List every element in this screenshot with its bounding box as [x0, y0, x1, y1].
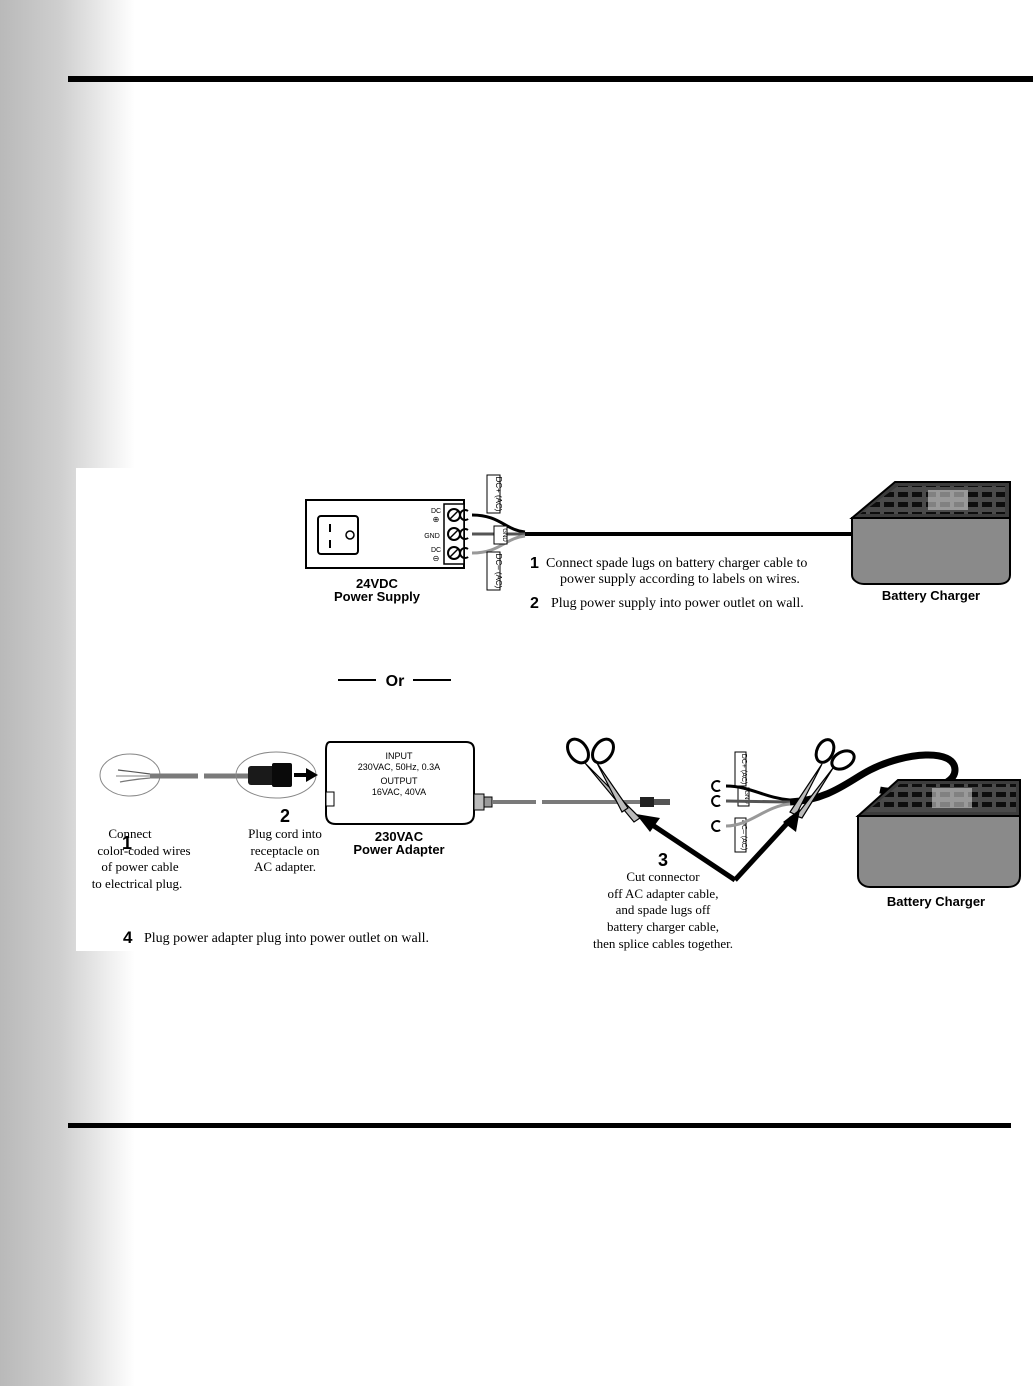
scissors-icon — [789, 738, 856, 819]
terminal-label: DC — [431, 547, 441, 554]
terminal-label: ⊕ — [433, 515, 440, 524]
adapter-label: 230VAC — [375, 829, 424, 844]
power-supply-label: 24VDC — [356, 576, 399, 591]
power-supply-label: Power Supply — [334, 589, 421, 604]
terminal-label: DC — [431, 508, 441, 515]
battery-charger-label: Battery Charger — [882, 588, 980, 603]
iec-plug — [235, 751, 318, 799]
scissors-icon — [566, 737, 641, 823]
step-number: 1 — [122, 833, 132, 853]
arrow-right-icon — [306, 768, 318, 782]
adapter-output-title: OUTPUT — [381, 776, 419, 786]
top-rule — [68, 76, 1033, 82]
power-supply-24vdc: DC ⊕ GND DC ⊖ — [305, 499, 465, 569]
step-number: 3 — [658, 850, 668, 870]
step-text: then splice cables together. — [593, 936, 733, 951]
terminal-label: GND — [424, 533, 440, 540]
step-text: battery charger cable, — [607, 919, 719, 934]
power-cable-end — [99, 753, 248, 797]
adapter-input-value: 230VAC, 50Hz, 0.3A — [358, 762, 440, 772]
step3-arrows — [636, 809, 800, 883]
step-text: color-coded wires — [97, 843, 190, 858]
battery-charger-bottom — [855, 779, 1021, 888]
wire-tag: GND — [743, 790, 749, 804]
wire-tag: DC– (AC) — [740, 820, 747, 850]
step-text: receptacle on — [251, 843, 320, 858]
wire-tag: DC+ (AC) — [494, 477, 503, 512]
step-text: Connect spade lugs on battery charger ca… — [546, 556, 807, 571]
step-text: Connect — [108, 826, 152, 841]
step-text: Plug power supply into power outlet on w… — [551, 596, 804, 611]
battery-charger-label: Battery Charger — [887, 894, 985, 909]
step-text: power supply according to labels on wire… — [560, 572, 800, 587]
adapter-output-value: 16VAC, 40VA — [372, 787, 426, 797]
step-number: 2 — [280, 806, 290, 826]
terminal-label: ⊖ — [433, 554, 440, 563]
wire-tag: DC+ (AC) — [740, 754, 747, 785]
battery-charger-top — [849, 481, 1011, 585]
adapter-input-title: INPUT — [386, 751, 414, 761]
step-number: 1 — [530, 555, 539, 572]
step-number: 4 — [123, 928, 133, 947]
ac-power-adapter: INPUT 230VAC, 50Hz, 0.3A OUTPUT 16VAC, 4… — [325, 741, 670, 825]
arrow-icon — [636, 814, 660, 832]
arrow-icon — [783, 809, 800, 832]
step-text: AC adapter. — [254, 859, 316, 874]
step-text: and spade lugs off — [616, 902, 711, 917]
step-text: to electrical plug. — [92, 876, 183, 891]
plug-prongs-icon — [317, 515, 359, 555]
step-text: Plug cord into — [248, 826, 322, 841]
step-text: of power cable — [101, 859, 178, 874]
wire-tag: DC– (AC) — [494, 554, 503, 589]
wire-tag: GND — [501, 528, 507, 542]
charger-cable-top: DC+ (AC) GND DC– (AC) — [459, 474, 852, 591]
step-text: off AC adapter cable, — [608, 886, 719, 901]
step-text: Cut connector — [626, 869, 700, 884]
step-text: Plug power adapter plug into power outle… — [144, 931, 429, 946]
bottom-rule — [68, 1123, 1011, 1128]
or-separator: Or — [386, 673, 405, 690]
adapter-label: Power Adapter — [353, 842, 444, 857]
step-number: 2 — [530, 595, 539, 612]
